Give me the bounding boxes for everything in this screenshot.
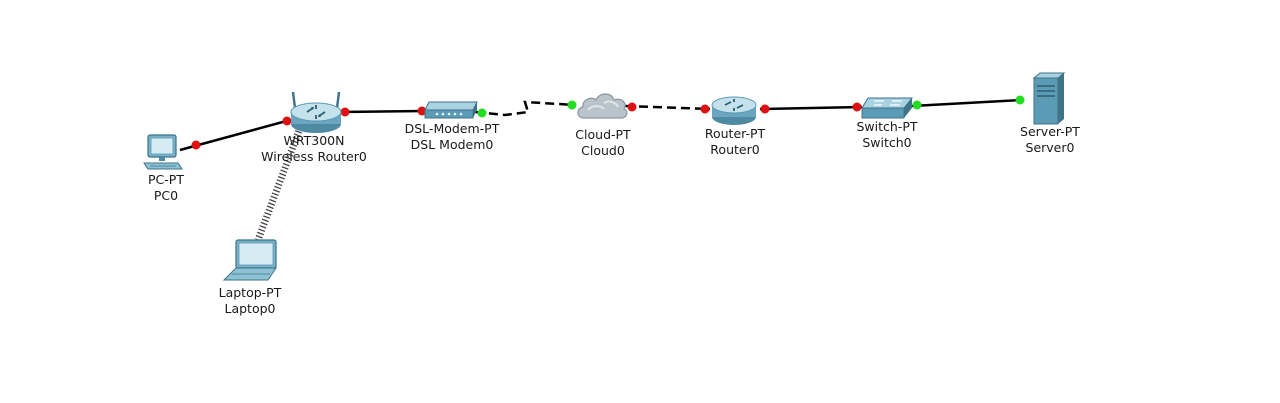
switch-icon[interactable] bbox=[860, 95, 914, 121]
link-switch0-server0[interactable] bbox=[911, 98, 1023, 108]
laptop0-model: Laptop-PT bbox=[218, 285, 282, 300]
cloud0-model: Cloud-PT bbox=[575, 127, 631, 142]
router-icon[interactable] bbox=[709, 93, 759, 127]
link-light-switch-router0 bbox=[852, 102, 862, 112]
pc0-name: PC0 bbox=[153, 188, 179, 203]
pc0-label: PC-PT PC0 bbox=[86, 172, 246, 204]
wireless-router-icon[interactable] bbox=[287, 90, 345, 136]
router0-model: Router-PT bbox=[704, 126, 766, 141]
wireless-router0-name: Wireless Router0 bbox=[261, 149, 367, 164]
server0-model: Server-PT bbox=[1020, 124, 1080, 139]
dsl-modem0-name: DSL Modem0 bbox=[410, 137, 494, 152]
laptop-icon[interactable] bbox=[222, 238, 280, 284]
server0-label: Server-PT Server0 bbox=[970, 124, 1130, 156]
wireless-router0-model: WRT300N bbox=[283, 133, 345, 148]
pc-icon[interactable] bbox=[142, 133, 184, 171]
link-light-router0-switch bbox=[760, 104, 770, 114]
link-light-router0-cloud bbox=[700, 104, 710, 114]
server-icon[interactable] bbox=[1030, 72, 1068, 126]
link-light-cloud-router0 bbox=[627, 102, 637, 112]
link-light-modem-router bbox=[417, 106, 427, 116]
link-router0-switch0[interactable] bbox=[759, 105, 863, 111]
dsl-modem-icon[interactable] bbox=[423, 98, 479, 122]
pc0-model: PC-PT bbox=[148, 172, 184, 187]
switch0-name: Switch0 bbox=[862, 135, 912, 150]
dsl-modem0-model: DSL-Modem-PT bbox=[404, 121, 500, 136]
laptop0-label: Laptop-PT Laptop0 bbox=[170, 285, 330, 317]
link-light-server-switch bbox=[1015, 95, 1025, 105]
link-light-switch-server bbox=[912, 100, 922, 110]
router0-label: Router-PT Router0 bbox=[655, 126, 815, 158]
switch0-model: Switch-PT bbox=[856, 119, 918, 134]
link-router-modem[interactable] bbox=[339, 109, 426, 114]
server0-name: Server0 bbox=[1025, 140, 1075, 155]
link-light-pc0 bbox=[191, 140, 201, 150]
cloud-icon[interactable] bbox=[574, 88, 630, 124]
laptop0-name: Laptop0 bbox=[224, 301, 276, 316]
link-wireless-laptop[interactable] bbox=[254, 126, 304, 242]
link-cloud-router0[interactable] bbox=[624, 104, 711, 111]
wireless-router0-label: WRT300N Wireless Router0 bbox=[234, 133, 394, 165]
dsl-modem0-label: DSL-Modem-PT DSL Modem0 bbox=[372, 121, 532, 153]
link-light-router-modem bbox=[340, 107, 350, 117]
switch0-label: Switch-PT Switch0 bbox=[807, 119, 967, 151]
link-modem-cloud[interactable] bbox=[474, 100, 576, 117]
cloud0-label: Cloud-PT Cloud0 bbox=[523, 127, 683, 159]
link-light-router-pc bbox=[282, 116, 292, 126]
link-light-cloud-modem bbox=[567, 100, 577, 110]
link-light-modem-cloud bbox=[477, 108, 487, 118]
router0-name: Router0 bbox=[710, 142, 760, 157]
cloud0-name: Cloud0 bbox=[581, 143, 625, 158]
